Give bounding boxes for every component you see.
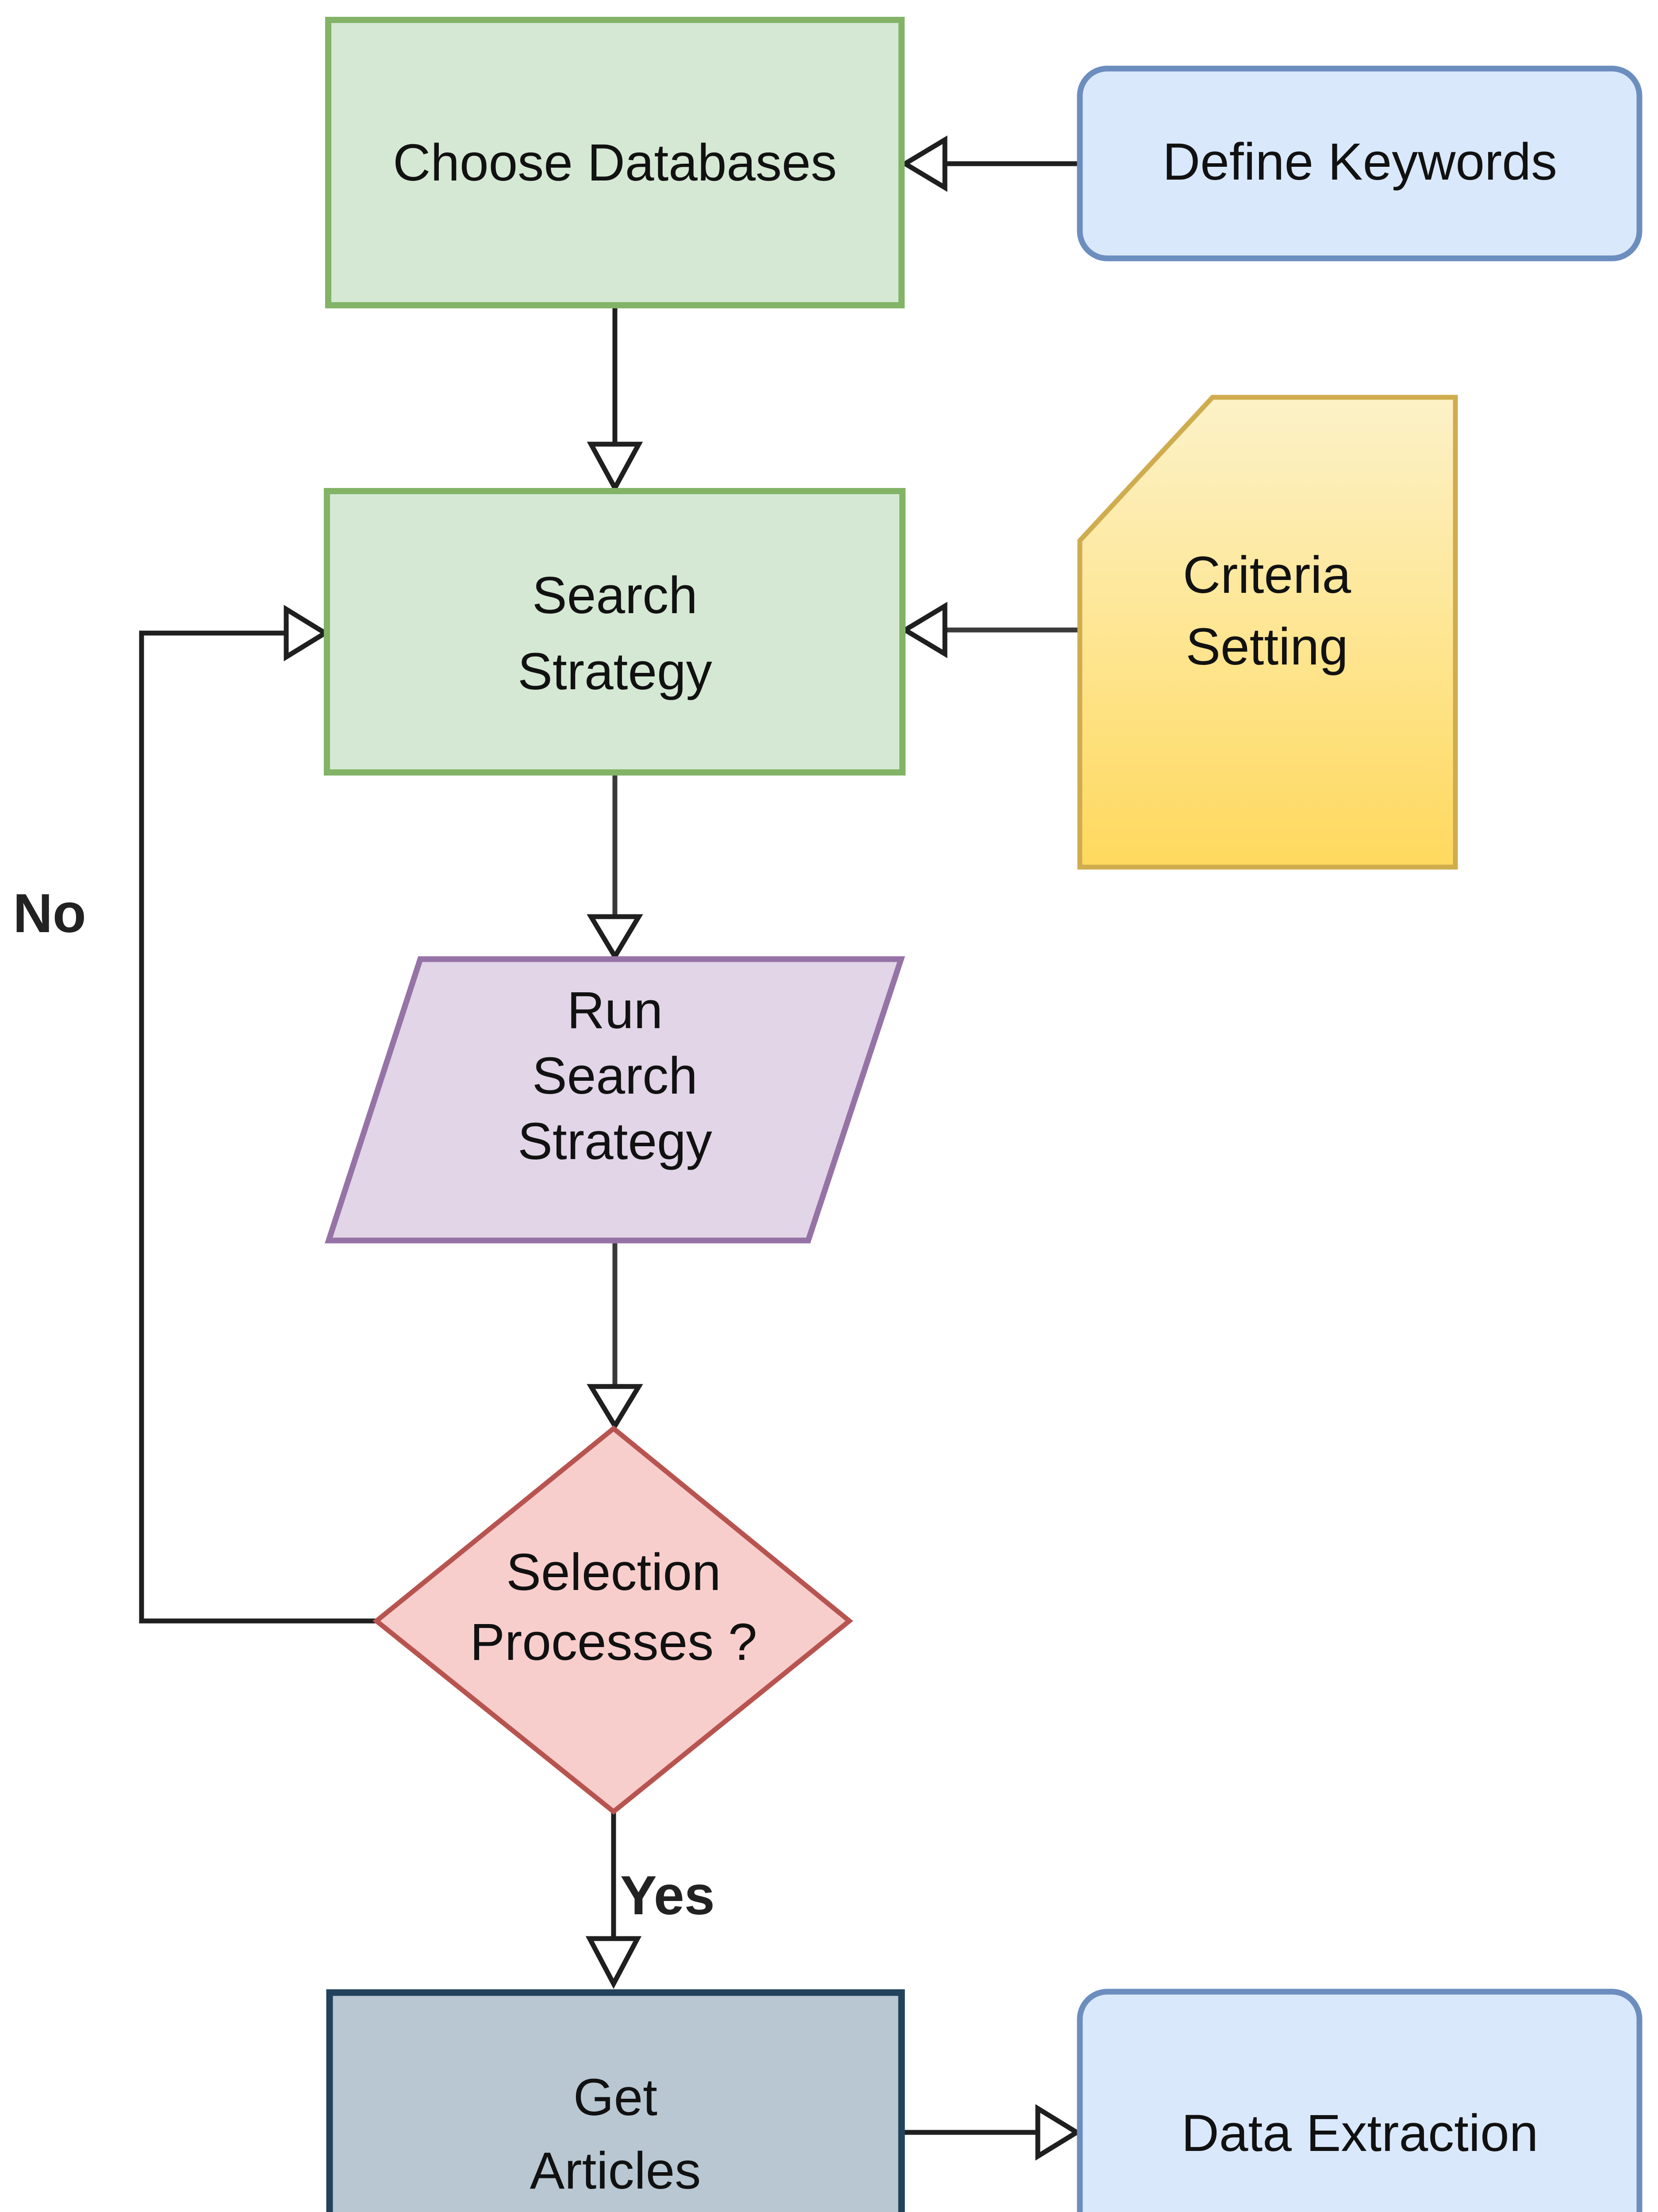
arrowhead-down — [587, 1384, 643, 1431]
criteria-setting-label-line1: Criteria — [1183, 546, 1351, 604]
selection-processes-label-line1: Selection — [506, 1543, 721, 1601]
edge-label-no: No — [13, 883, 86, 944]
node-get-articles: Get Articles — [326, 1989, 905, 2212]
criteria-setting-card — [1077, 395, 1458, 870]
choose-databases-label: Choose Databases — [393, 134, 837, 192]
choose-databases-box — [325, 17, 905, 308]
run-search-strategy-label-line2: Search — [532, 1047, 698, 1105]
arrowhead-down — [587, 442, 643, 493]
define-keywords-label: Define Keywords — [1163, 133, 1557, 191]
node-data-extraction: Data Extraction — [1077, 1989, 1643, 2212]
edge-run-search-strategy-to-selection-processes — [587, 1240, 643, 1431]
run-search-strategy-label-line3: Strategy — [518, 1112, 712, 1171]
run-search-strategy-parallelogram — [325, 956, 905, 1244]
edge-line — [139, 630, 376, 1624]
node-search-strategy: Search Strategy — [324, 488, 906, 776]
arrowhead-down — [587, 914, 643, 961]
edge-selection-processes-to-get-articles: Yes — [585, 1812, 715, 1989]
arrowhead-left — [900, 135, 948, 192]
search-strategy-box — [324, 488, 906, 776]
get-articles-box — [326, 1989, 905, 2212]
data-extraction-label: Data Extraction — [1182, 2104, 1539, 2162]
arrowhead-right — [1035, 2104, 1082, 2161]
selection-processes-diamond — [372, 1425, 853, 1815]
search-strategy-label-line2: Strategy — [518, 642, 712, 701]
criteria-setting-label-line2: Setting — [1186, 618, 1348, 676]
get-articles-label-line2: Articles — [530, 2142, 701, 2200]
edge-define-keywords-to-choose-databases — [900, 135, 1080, 192]
data-extraction-box — [1077, 1989, 1643, 2212]
search-strategy-label-line1: Search — [532, 566, 698, 625]
arrowhead-left — [900, 602, 948, 658]
edge-search-strategy-to-run-search-strategy — [587, 772, 643, 961]
define-keywords-box — [1077, 65, 1643, 261]
edge-criteria-setting-to-search-strategy — [900, 602, 1080, 658]
run-search-strategy-label-line1: Run — [567, 981, 663, 1040]
node-criteria-setting: Criteria Setting — [1077, 395, 1458, 870]
selection-processes-label-line2: Processes ? — [470, 1613, 757, 1671]
edge-get-articles-to-data-extraction — [902, 2104, 1082, 2161]
node-selection-processes: Selection Processes ? — [372, 1425, 853, 1815]
get-articles-label-line1: Get — [573, 2068, 657, 2127]
arrowhead-right — [284, 605, 330, 661]
node-run-search-strategy: Run Search Strategy — [325, 956, 905, 1244]
node-choose-databases: Choose Databases — [325, 17, 905, 308]
arrowhead-down — [585, 1936, 642, 1989]
edge-label-yes: Yes — [620, 1865, 715, 1926]
edge-choose-databases-to-search-strategy — [587, 305, 643, 493]
edge-selection-processes-to-search-strategy-no-loop: No — [13, 605, 376, 1624]
node-define-keywords: Define Keywords — [1077, 65, 1643, 261]
